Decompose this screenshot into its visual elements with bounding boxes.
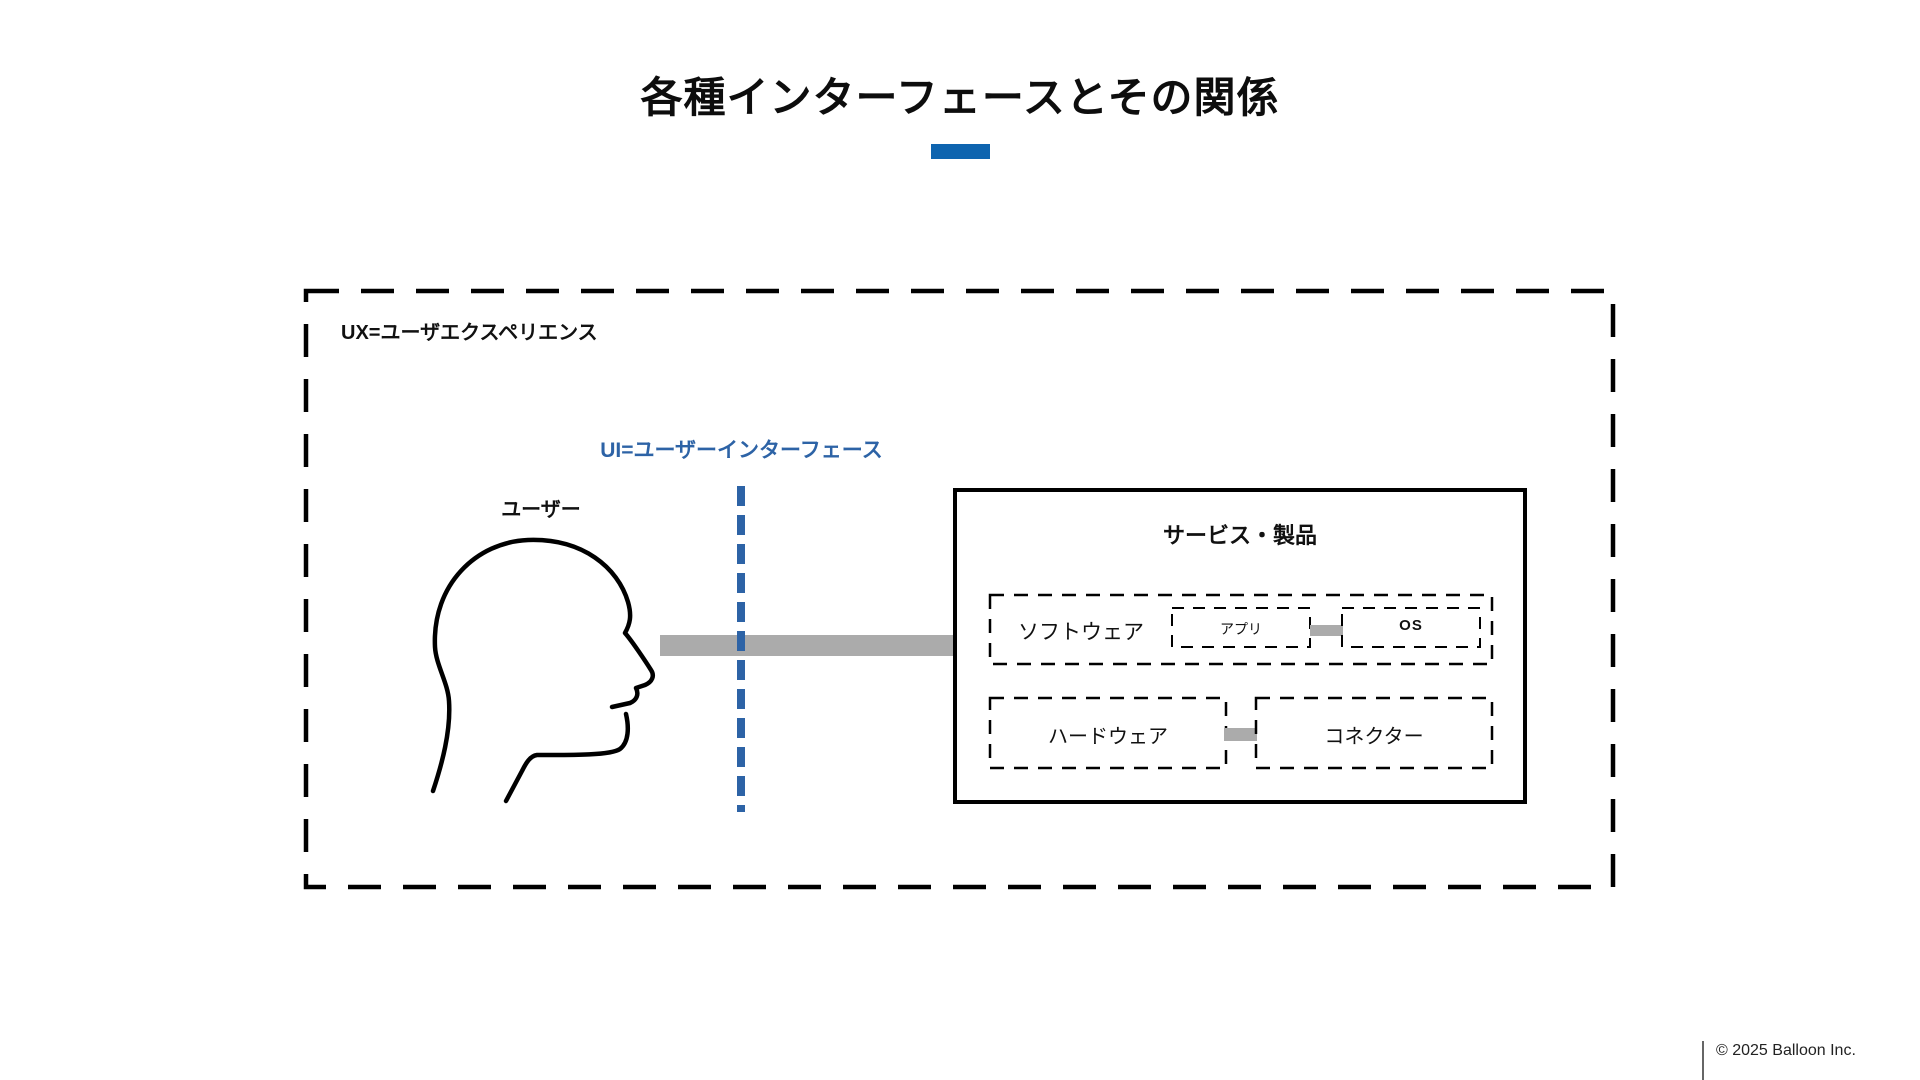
connector-label: コネクター bbox=[1324, 726, 1424, 748]
app-os-connector-bar bbox=[1310, 625, 1343, 636]
connector-box bbox=[1254, 696, 1494, 770]
service-product-title: サービス・製品 bbox=[1162, 523, 1317, 548]
ux-boundary-box bbox=[303, 288, 1616, 890]
user-to-service-connector-bar bbox=[660, 635, 957, 656]
app-label: アプリ bbox=[1220, 621, 1262, 637]
software-box bbox=[988, 593, 1494, 666]
user-label: ユーザー bbox=[501, 499, 581, 521]
page-title: 各種インターフェースとその関係 bbox=[640, 74, 1280, 121]
hardware-connector-bar bbox=[1224, 728, 1257, 741]
ux-region-label: UX=ユーザエクスペリエンス bbox=[341, 322, 598, 344]
footer-credit: © 2025 Balloon Inc. bbox=[1716, 1042, 1856, 1059]
service-product-box bbox=[953, 488, 1527, 804]
hardware-label: ハードウェア bbox=[1048, 726, 1168, 748]
user-head-icon bbox=[430, 537, 655, 804]
title-accent-bar bbox=[931, 144, 990, 159]
os-label: OS bbox=[1399, 617, 1423, 634]
software-label: ソフトウェア bbox=[1018, 621, 1144, 644]
ui-boundary-label: UI=ユーザーインターフェース bbox=[600, 439, 883, 462]
os-box bbox=[1341, 607, 1481, 648]
